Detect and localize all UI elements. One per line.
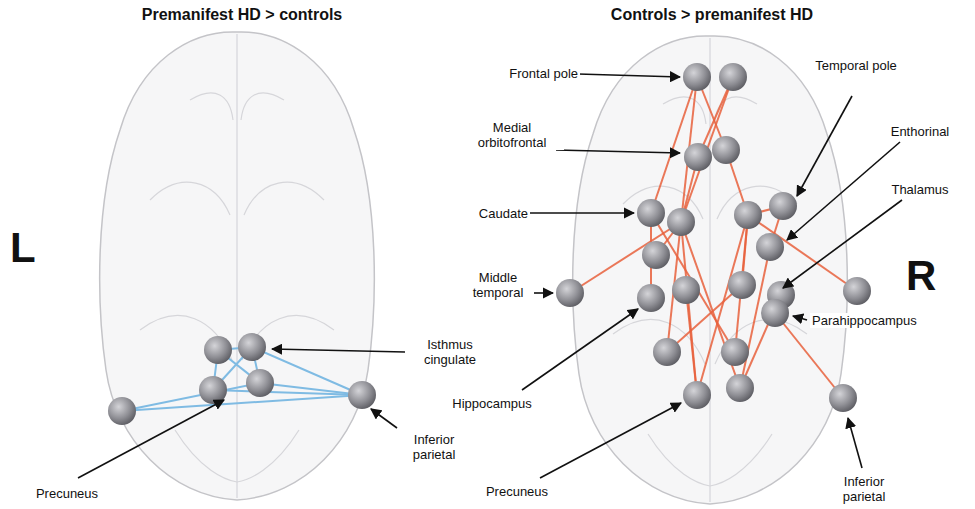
connectivity-lines: [570, 77, 857, 398]
panel-title: Premanifest HD > controls: [90, 6, 394, 24]
region-label: Middle temporal: [462, 270, 534, 300]
region-label: Temporal pole: [812, 58, 900, 73]
brain-outline: [100, 32, 848, 504]
region-label: Precuneus: [470, 484, 564, 499]
region-label: Frontal pole: [470, 66, 580, 81]
region-label: Inferior parietal: [392, 432, 476, 462]
region-label: Enthorinal: [872, 124, 968, 139]
region-label: Caudate: [460, 206, 530, 221]
leader-arrow: [78, 74, 902, 478]
side-letter: R: [904, 252, 948, 300]
region-sphere: [108, 63, 871, 425]
region-label: Thalamus: [872, 182, 968, 197]
region-label: Medial orbitofrontal: [460, 120, 564, 150]
panel-title: Controls > premanifest HD: [555, 6, 869, 24]
brain-sulci: [140, 34, 807, 502]
region-label: Precuneus: [20, 486, 114, 501]
side-letter: L: [8, 224, 52, 272]
region-label: Hippocampus: [440, 396, 544, 411]
region-label: Parahippocampus: [810, 313, 932, 328]
region-label: Isthmus cingulate: [408, 337, 492, 367]
region-label: Inferior parietal: [822, 474, 906, 504]
